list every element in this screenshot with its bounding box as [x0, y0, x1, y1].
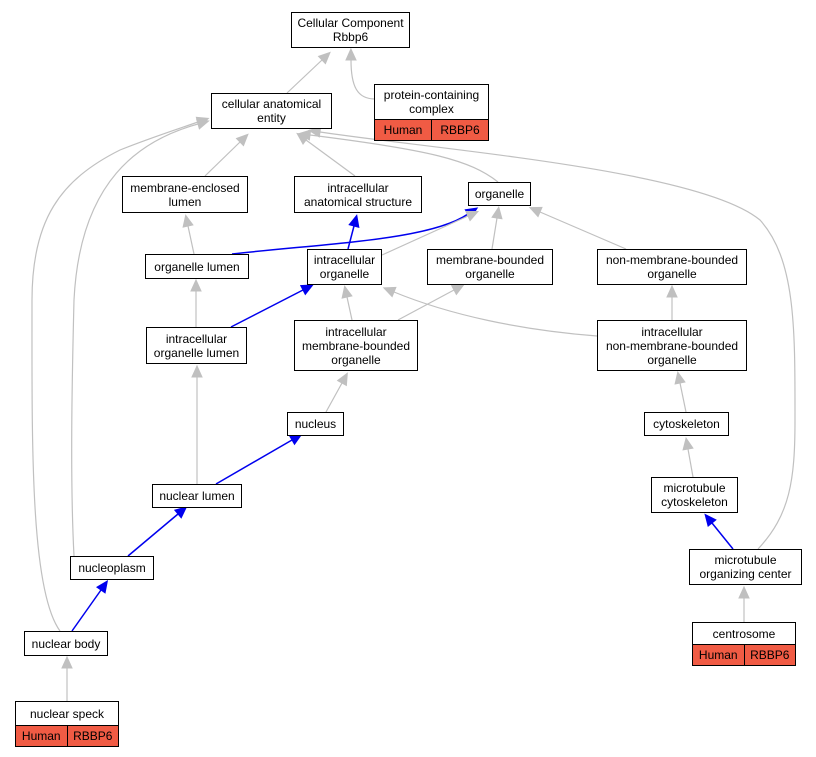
edge-organelle-lumen-to-membrane-enclosed-lumen-arrowhead: [182, 214, 194, 228]
edge-intracellular-anatomical-structure-to-cellular-anatomical-entity: [305, 139, 356, 177]
annotation-row: Human RBBP6: [16, 725, 118, 746]
edge-nuclear-body-to-nucleoplasm: [71, 589, 102, 632]
node-intracellular-non-membrane-bounded-organelle[interactable]: intracellular non-membrane-bounded organ…: [597, 320, 747, 371]
edge-intracellular-membrane-bounded-organelle-to-membrane-bounded-organelle-arrowhead: [450, 284, 465, 296]
edge-membrane-enclosed-lumen-to-cellular-anatomical-entity: [204, 141, 241, 177]
gene-cell: RBBP6: [743, 645, 795, 665]
species-cell: Human: [16, 726, 67, 746]
node-intracellular-anatomical-structure[interactable]: intracellular anatomical structure: [294, 176, 422, 213]
edge-nuclear-speck-to-nuclear-body-arrowhead: [61, 655, 73, 669]
edge-intracellular-organelle-lumen-to-organelle-lumen-arrowhead: [190, 278, 202, 292]
node-microtubule-organizing-center[interactable]: microtubule organizing center: [689, 549, 802, 585]
edge-microtubule-cytoskeleton-to-cytoskeleton: [687, 448, 694, 478]
edge-intracellular-organelle-lumen-to-intracellular-organelle-arrowhead: [299, 284, 314, 296]
node-microtubule-cytoskeleton[interactable]: microtubule cytoskeleton: [651, 477, 738, 513]
edge-cellular-anatomical-entity-to-root-arrowhead: [317, 51, 331, 65]
edge-membrane-enclosed-lumen-to-cellular-anatomical-entity-arrowhead: [235, 133, 249, 147]
node-label: protein-containing complex: [383, 88, 480, 116]
node-organelle[interactable]: organelle: [468, 182, 531, 206]
node-membrane-bounded-organelle[interactable]: membrane-bounded organelle: [427, 249, 553, 285]
edge-cytoskeleton-to-intracellular-non-membrane-bounded-organelle: [679, 382, 687, 413]
edge-organelle-to-cellular-anatomical-entity-arrowhead: [297, 129, 312, 141]
edge-intracellular-non-membrane-bounded-organelle-to-non-membrane-bounded-organelle-arrowhead: [666, 284, 678, 298]
node-label: centrosome: [712, 626, 776, 641]
node-centrosome[interactable]: centrosome Human RBBP6: [692, 622, 796, 666]
node-cytoskeleton[interactable]: cytoskeleton: [644, 412, 729, 436]
node-non-membrane-bounded-organelle[interactable]: non-membrane-bounded organelle: [597, 249, 747, 285]
node-membrane-enclosed-lumen[interactable]: membrane-enclosed lumen: [122, 176, 248, 213]
edge-non-membrane-bounded-organelle-to-organelle-arrowhead: [528, 206, 543, 218]
edge-intracellular-organelle-to-intracellular-anatomical-structure: [347, 225, 355, 250]
node-protein-containing-complex[interactable]: protein-containing complex Human RBBP6: [374, 84, 489, 141]
edge-intracellular-non-membrane-bounded-organelle-to-intracellular-organelle: [393, 291, 598, 337]
annotation-row: Human RBBP6: [375, 119, 488, 140]
node-nuclear-lumen[interactable]: nuclear lumen: [152, 484, 242, 508]
node-organelle-lumen[interactable]: organelle lumen: [145, 254, 249, 279]
edge-nucleus-to-intracellular-membrane-bounded-organelle-arrowhead: [336, 372, 348, 387]
edge-organelle-lumen-to-organelle: [231, 213, 469, 255]
gene-cell: RBBP6: [66, 726, 118, 746]
species-cell: Human: [693, 645, 744, 665]
edge-membrane-bounded-organelle-to-organelle-arrowhead: [491, 205, 503, 220]
annotation-row: Human RBBP6: [693, 644, 795, 665]
node-cellular-anatomical-entity[interactable]: cellular anatomical entity: [211, 93, 332, 129]
edge-intracellular-membrane-bounded-organelle-to-membrane-bounded-organelle: [397, 289, 455, 321]
edge-cellular-anatomical-entity-to-root: [286, 59, 323, 94]
edge-intracellular-organelle-to-organelle: [381, 215, 469, 256]
edge-nuclear-body-to-nucleoplasm-arrowhead: [95, 580, 109, 594]
node-cellular-component-rbbp6[interactable]: Cellular Component Rbbp6: [291, 12, 410, 48]
edge-microtubule-organizing-center-to-microtubule-cytoskeleton: [711, 522, 734, 550]
edge-nucleoplasm-to-cellular-anatomical-entity: [71, 123, 199, 557]
edge-protein-complex-to-root: [350, 59, 376, 100]
edge-microtubule-cytoskeleton-to-cytoskeleton-arrowhead: [682, 436, 694, 451]
edge-cytoskeleton-to-intracellular-non-membrane-bounded-organelle-arrowhead: [674, 371, 686, 385]
edge-nucleoplasm-to-nuclear-lumen: [127, 513, 179, 557]
edge-nuclear-body-to-cellular-anatomical-entity: [31, 121, 199, 632]
edge-intracellular-membrane-bounded-organelle-to-intracellular-organelle: [346, 296, 353, 321]
edge-nucleoplasm-to-nuclear-lumen-arrowhead: [173, 506, 188, 519]
edge-nuclear-lumen-to-nucleus: [215, 439, 293, 485]
node-nuclear-speck[interactable]: nuclear speck Human RBBP6: [15, 701, 119, 747]
node-intracellular-membrane-bounded-organelle[interactable]: intracellular membrane-bounded organelle: [294, 320, 418, 371]
edge-centrosome-to-microtubule-organizing-center-arrowhead: [738, 585, 750, 599]
node-nucleus[interactable]: nucleus: [287, 412, 344, 436]
edge-intracellular-organelle-to-organelle-arrowhead: [465, 210, 480, 222]
edge-intracellular-organelle-lumen-to-intracellular-organelle: [230, 289, 304, 328]
edge-organelle-to-cellular-anatomical-entity: [309, 134, 499, 183]
edge-non-membrane-bounded-organelle-to-organelle: [539, 211, 627, 250]
node-label: nuclear speck: [29, 706, 105, 721]
edge-nucleus-to-intracellular-membrane-bounded-organelle: [325, 382, 343, 413]
edge-microtubule-organizing-center-to-microtubule-cytoskeleton-arrowhead: [704, 513, 717, 528]
edge-intracellular-membrane-bounded-organelle-to-intracellular-organelle-arrowhead: [341, 285, 353, 299]
edge-intracellular-organelle-to-intracellular-anatomical-structure-arrowhead: [348, 214, 360, 228]
edge-intracellular-non-membrane-bounded-organelle-to-intracellular-organelle-arrowhead: [382, 286, 397, 298]
species-cell: Human: [375, 120, 431, 140]
edge-protein-complex-to-root-arrowhead: [345, 47, 357, 61]
node-intracellular-organelle-lumen[interactable]: intracellular organelle lumen: [146, 327, 247, 364]
edge-nuclear-lumen-to-intracellular-organelle-lumen-arrowhead: [191, 364, 203, 378]
edge-microtubule-organizing-center-to-cellular-anatomical-entity: [319, 131, 796, 550]
edge-nuclear-body-to-cellular-anatomical-entity-arrowhead: [195, 116, 210, 128]
gene-cell: RBBP6: [431, 120, 488, 140]
edge-membrane-bounded-organelle-to-organelle: [491, 217, 498, 250]
edge-organelle-lumen-to-membrane-enclosed-lumen: [187, 225, 195, 255]
node-intracellular-organelle[interactable]: intracellular organelle: [307, 249, 382, 285]
node-nuclear-body[interactable]: nuclear body: [24, 631, 108, 656]
node-nucleoplasm[interactable]: nucleoplasm: [70, 556, 154, 580]
